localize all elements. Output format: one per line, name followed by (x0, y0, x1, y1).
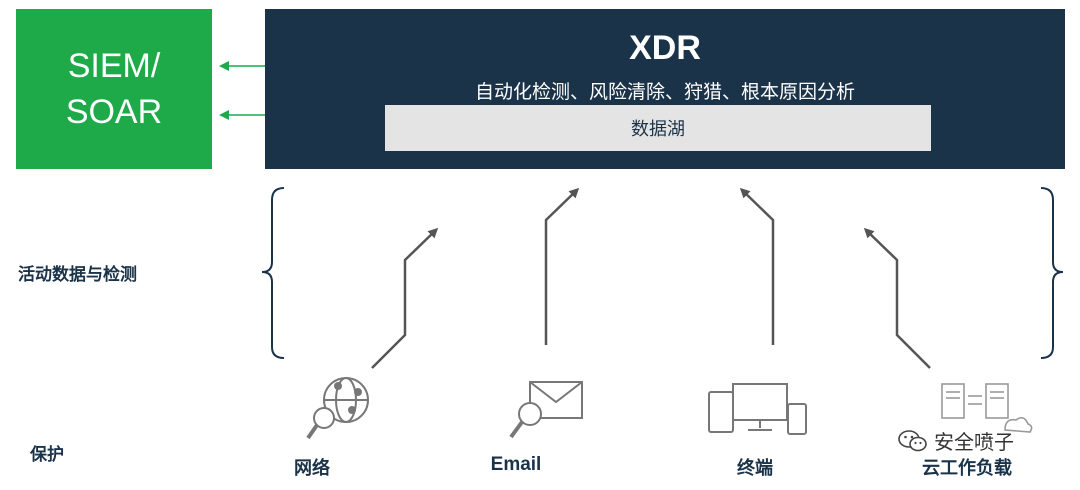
network-arrow (371, 227, 439, 369)
right-brace (1040, 187, 1064, 359)
source-label-cloud: 云工作负载 (922, 458, 1012, 479)
wechat-icon (898, 429, 927, 451)
siem-line1: SIEM/ (67, 47, 161, 85)
xdr-to-siem-arrows (219, 61, 265, 120)
xdr-title: XDR (629, 29, 701, 67)
xdr-subtitle: 自动化检测、风险清除、狩猎、根本原因分析 (474, 81, 855, 103)
source-label-email: Email (490, 454, 542, 475)
watermark: 安全喷子 (898, 426, 1014, 455)
protection-label: 保护 (30, 445, 64, 465)
watermark-text: 安全喷子 (934, 430, 1014, 454)
cloud-server-icon (941, 383, 1033, 433)
siem-soar-box: SIEM/ SOAR (16, 9, 212, 169)
cloud-arrow (863, 227, 931, 369)
email-arrow (544, 187, 580, 345)
devices-icon (708, 383, 807, 435)
source-label-network: 网络 (294, 458, 330, 479)
source-label-endpoint: 终端 (737, 458, 773, 479)
data-lake-box: 数据湖 (385, 105, 931, 151)
envelope-search-icon (509, 381, 583, 439)
xdr-box: XDR 自动化检测、风险清除、狩猎、根本原因分析 数据湖 (265, 9, 1065, 169)
siem-line2: SOAR (65, 93, 163, 131)
source-arrows (371, 187, 931, 369)
activity-data-label: 活动数据与检测 (18, 265, 137, 285)
left-brace (261, 187, 285, 359)
network-globe-search-icon (306, 377, 369, 440)
data-lake-label: 数据湖 (631, 119, 685, 140)
endpoint-arrow (739, 187, 775, 345)
